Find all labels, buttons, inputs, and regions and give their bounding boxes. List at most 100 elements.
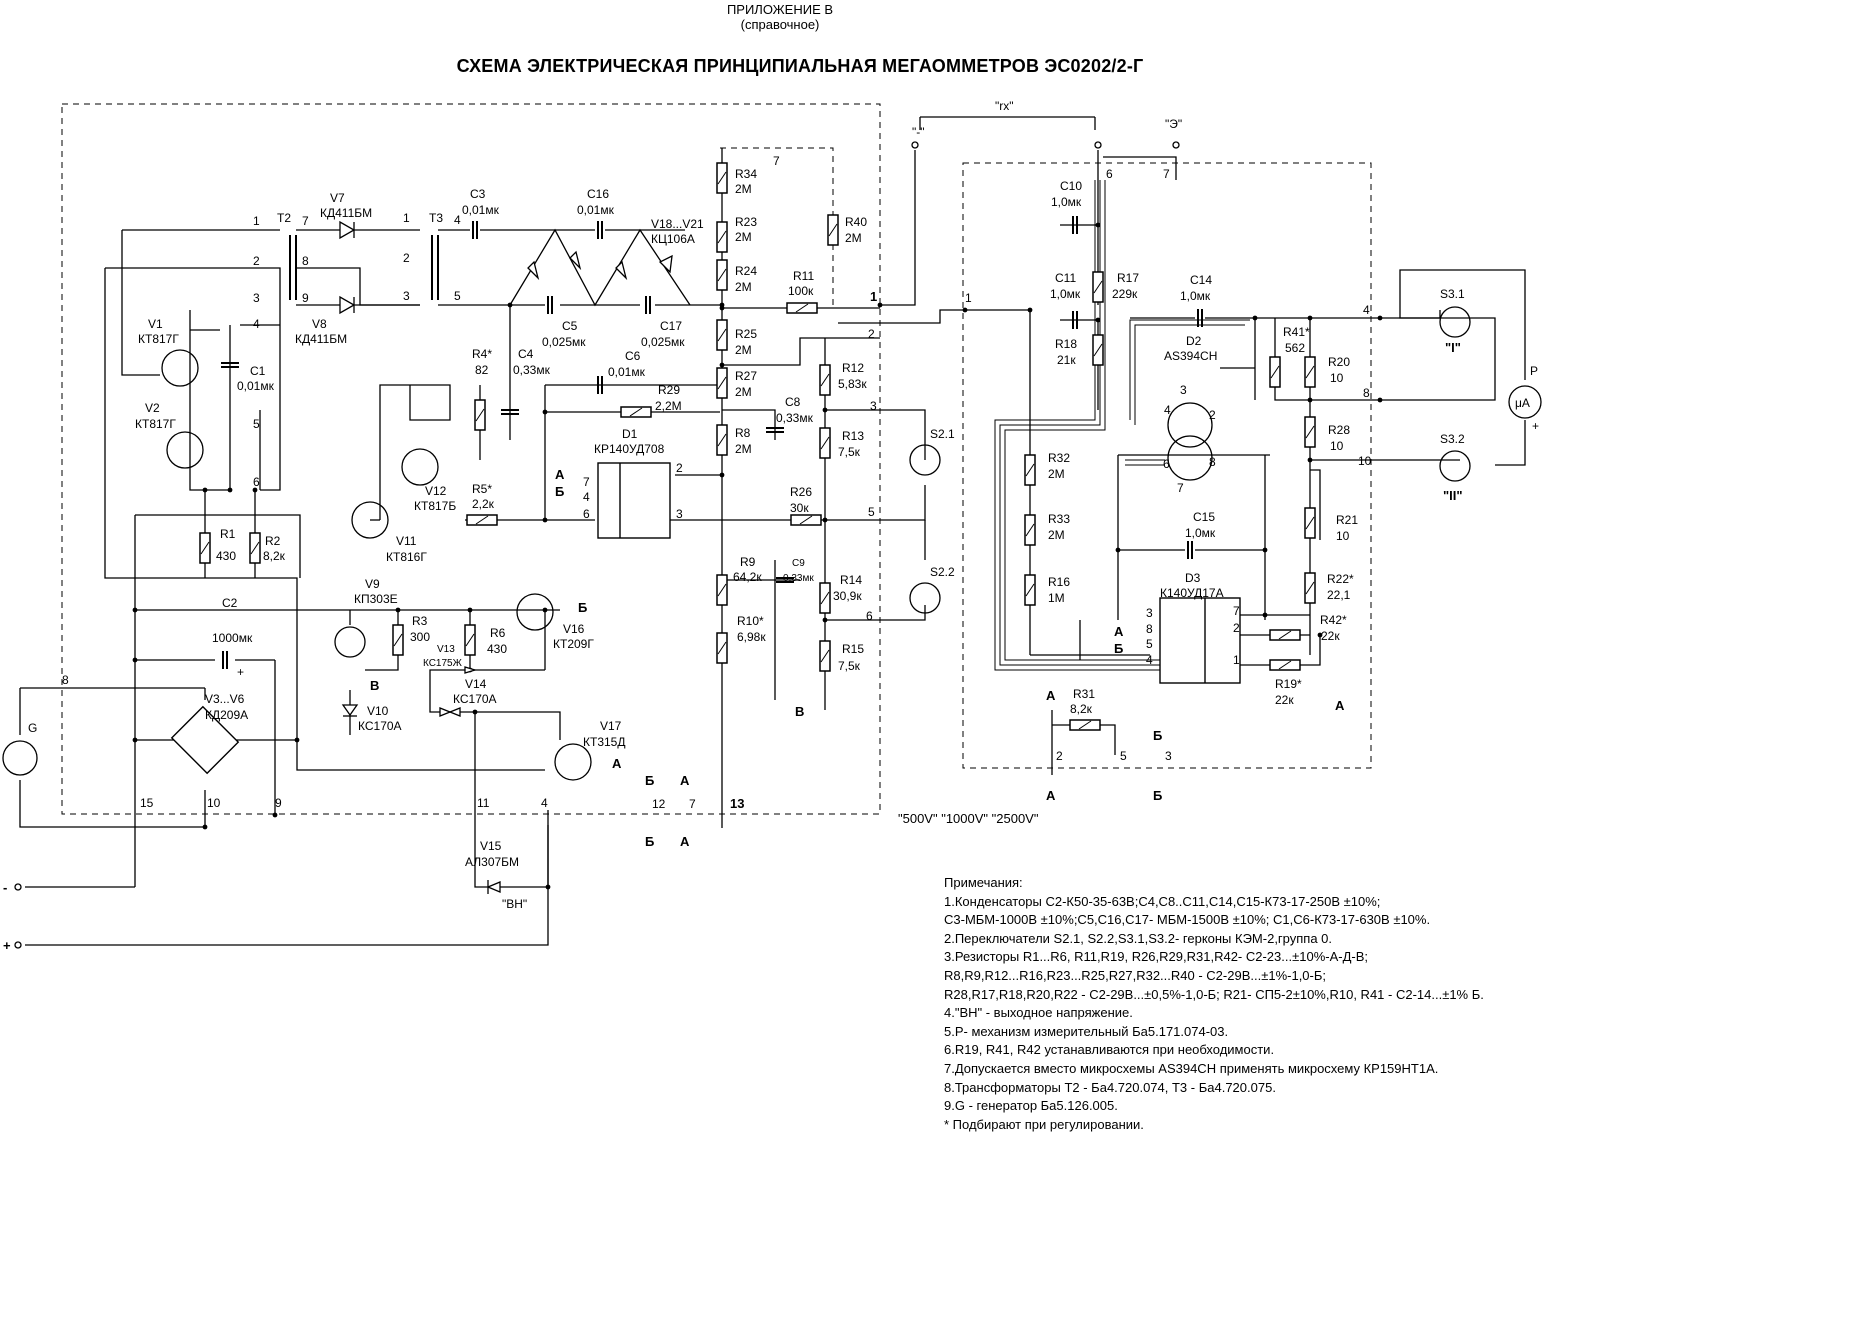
terminal-pin-7: 7 <box>1163 167 1170 181</box>
bus-b-bottom: Б <box>645 834 654 849</box>
pin-11: 11 <box>477 796 490 810</box>
t3-pin-5: 5 <box>454 289 461 303</box>
note-line: 5.Р- механизм измерительный Ба5.171.074-… <box>944 1023 1229 1039</box>
terminal-pin-6: 6 <box>1106 167 1113 181</box>
r2-value: 8,2к <box>263 549 286 563</box>
r5-ref: R5* <box>472 482 492 496</box>
meter-plus: + <box>1532 419 1539 433</box>
r12-value: 5,83к <box>838 377 867 391</box>
c8-ref: C8 <box>785 395 801 409</box>
r1-ref: R1 <box>220 527 236 541</box>
t2-pin-1: 1 <box>253 214 260 228</box>
c3-ref: C3 <box>470 187 486 201</box>
v1-type: КТ817Г <box>138 332 179 346</box>
r19-ref: R19* <box>1275 677 1302 691</box>
d2-pin-4: 4 <box>1164 403 1171 417</box>
r16-ref: R16 <box>1048 575 1070 589</box>
r21-ref: R21 <box>1336 513 1358 527</box>
d1-ref: D1 <box>622 427 638 441</box>
r1-value: 430 <box>216 549 236 563</box>
c14-ref: C14 <box>1190 273 1212 287</box>
r16-value: 1М <box>1048 591 1065 605</box>
meter-ua-label: μA <box>1515 396 1530 410</box>
c8-value: 0,33мк <box>776 411 814 425</box>
d2-pin-8: 8 <box>1209 455 1216 469</box>
d3-pin-3: 3 <box>1146 606 1153 620</box>
note-line: 4."ВН" - выходное напряжение. <box>944 1005 1133 1021</box>
r28-ref: R28 <box>1328 423 1350 437</box>
c2-ref: C2 <box>222 596 238 610</box>
t3-label: T3 <box>429 211 443 225</box>
r33-ref: R33 <box>1048 512 1070 526</box>
v10-ref: V10 <box>367 704 389 718</box>
d3-pin-2: 2 <box>1233 621 1240 635</box>
r32-ref: R32 <box>1048 451 1070 465</box>
c2-value: 1000мк <box>212 631 253 645</box>
d1-type: КР140УД708 <box>594 442 665 456</box>
d1-pin-6: 6 <box>583 507 590 521</box>
appendix-label: ПРИЛОЖЕНИЕ В <box>726 2 834 17</box>
c15-value: 1,0мк <box>1185 526 1216 540</box>
s22-label: S2.2 <box>930 565 955 579</box>
r27-value: 2М <box>735 385 752 399</box>
c11-ref: C11 <box>1055 271 1076 285</box>
r33-value: 2М <box>1048 528 1065 542</box>
r34-block-pin-7: 7 <box>773 154 780 168</box>
v10-type: КС170А <box>358 719 402 733</box>
v17-out-a: А <box>612 756 622 771</box>
r5-value: 2,2к <box>472 497 495 511</box>
t3-pin-3: 3 <box>403 289 410 303</box>
t2-label: T2 <box>277 211 291 225</box>
t3-pin-4: 4 <box>454 213 461 227</box>
notes-block: Примечания: 1.Конденсаторы С2-К50-35-63В… <box>944 874 1554 1134</box>
v16-type: КТ209Г <box>553 637 594 651</box>
bus-pin-12: 12 <box>652 797 666 811</box>
right-b-bottom: Б <box>1153 788 1162 803</box>
terminal-v-left: В <box>370 678 379 693</box>
bus-a-bottom: А <box>680 834 690 849</box>
v18-type: КЦ106А <box>651 232 695 246</box>
r11-value: 100к <box>788 284 814 298</box>
v3-ref: V3...V6 <box>205 692 245 706</box>
c11-value: 1,0мк <box>1050 287 1081 301</box>
r8-ref: R8 <box>735 426 751 440</box>
block-pin-1: 1 <box>870 289 877 304</box>
v12-ref: V12 <box>425 484 447 498</box>
terminal-minus: "-" <box>912 125 925 139</box>
r4-value: 82 <box>475 363 489 377</box>
r14-value: 30,9к <box>833 589 862 603</box>
v13-type: КС175Ж <box>423 658 463 669</box>
v8-ref: V8 <box>312 317 327 331</box>
t2-pin-9: 9 <box>302 291 309 305</box>
r34-ref: R34 <box>735 167 757 181</box>
r14-ref: R14 <box>840 573 862 587</box>
note-line: 1.Конденсаторы С2-К50-35-63В;С4,С8..С11,… <box>944 893 1381 909</box>
d3-ref: D3 <box>1185 571 1201 585</box>
d3-out-a: А <box>1114 624 1124 639</box>
c5-value: 0,025мк <box>542 335 586 349</box>
label-I: "I" <box>1445 340 1461 355</box>
r31-pin-5: 5 <box>1120 749 1127 763</box>
s21-label: S2.1 <box>930 427 955 441</box>
terminal-e: "Э" <box>1165 117 1182 131</box>
r18-value: 21к <box>1057 353 1076 367</box>
bus-pin-7: 7 <box>689 797 696 811</box>
meter-p-label: P <box>1530 364 1538 378</box>
right-b-top: Б <box>1153 728 1162 743</box>
v9-ref: V9 <box>365 577 380 591</box>
r25-value: 2М <box>735 343 752 357</box>
d3-type: К140УД17А <box>1160 586 1224 600</box>
t3-pin-2: 2 <box>403 251 410 265</box>
d1-pin-7: 7 <box>583 475 590 489</box>
pin-10: 10 <box>207 796 221 810</box>
v15-type: АЛ307БМ <box>465 855 519 869</box>
d3-pin-7: 7 <box>1233 604 1240 618</box>
v15-ref: V15 <box>480 839 502 853</box>
r29-ref: R29 <box>658 383 680 397</box>
r21-value: 10 <box>1336 529 1350 543</box>
block-pin-13: 13 <box>730 796 744 811</box>
t2-pin-7: 7 <box>302 214 309 228</box>
r42-ref: R42* <box>1320 613 1347 627</box>
d2-pin-2: 2 <box>1209 408 1216 422</box>
v2-ref: V2 <box>145 401 160 415</box>
